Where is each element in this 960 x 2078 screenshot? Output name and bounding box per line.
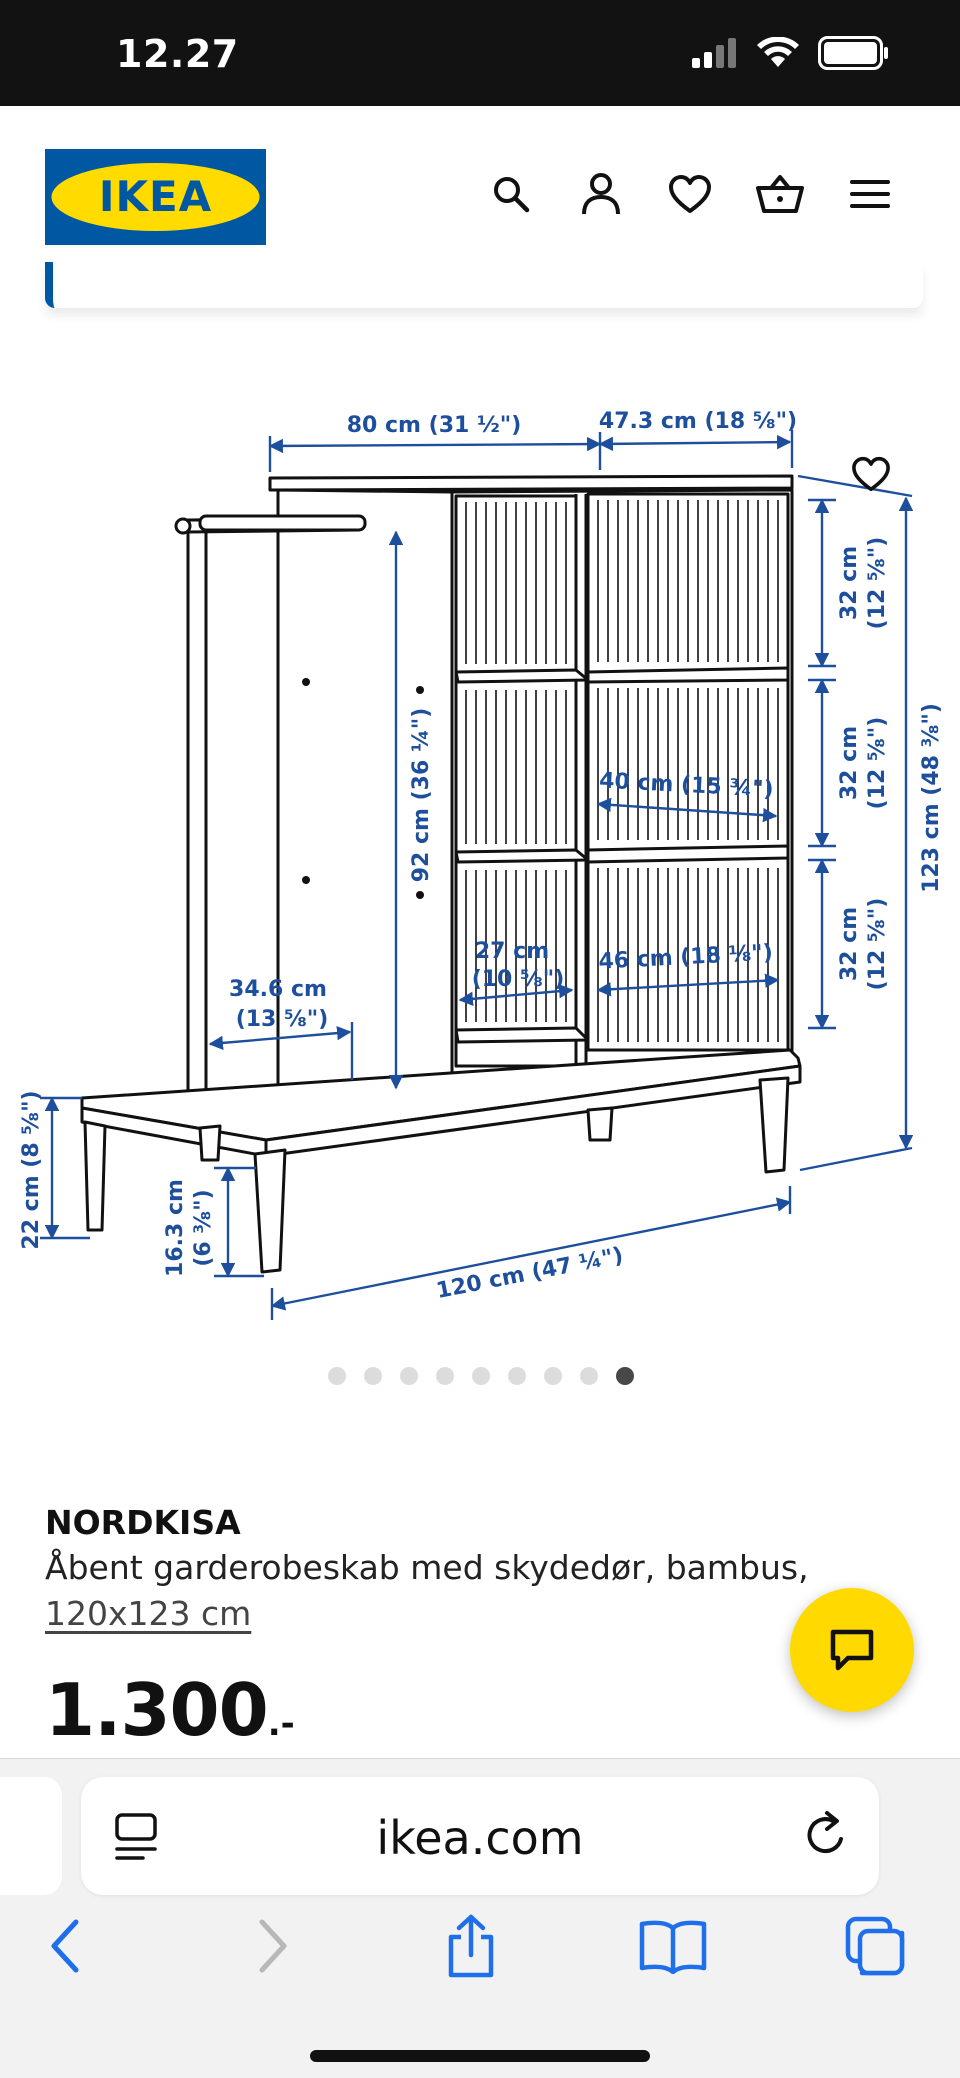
search-button[interactable]: [485, 168, 537, 220]
product-dimension-diagram[interactable]: 80 cm (31 ½") 47.3 cm (18 ⅝") 32 cm (12 …: [0, 370, 960, 1330]
share-icon: [448, 1914, 494, 1978]
label-leg-height-in: (6 ⅜"): [191, 1189, 216, 1266]
url-text: ikea.com: [376, 1811, 584, 1865]
menu-button[interactable]: [844, 168, 896, 220]
browser-toolbar: ikea.com: [0, 1758, 960, 2078]
carousel-dot[interactable]: [400, 1367, 418, 1385]
chevron-left-icon: [51, 1919, 79, 1973]
price-suffix: .-: [267, 1704, 295, 1744]
product-description: Åbent garderobeskab med skydedør, bambus…: [45, 1548, 809, 1587]
label-shelf2-height: 32 cm: [837, 726, 862, 800]
label-inner-width: 27 cm: [475, 939, 549, 964]
chat-button[interactable]: [790, 1588, 914, 1712]
tabs-button[interactable]: [840, 1911, 910, 1981]
product-price: 1.300.-: [45, 1668, 295, 1752]
carousel-dot[interactable]: [580, 1367, 598, 1385]
label-top-width: 80 cm (31 ½"): [347, 413, 522, 438]
battery-icon: [818, 36, 888, 70]
carousel-dot[interactable]: [364, 1367, 382, 1385]
add-to-favourites-button[interactable]: [845, 448, 897, 500]
label-total-width: 120 cm (47 ¼"): [434, 1243, 625, 1304]
menu-icon: [850, 180, 890, 208]
heart-icon: [669, 175, 711, 213]
label-inner-height: 92 cm (36 ¼"): [409, 708, 434, 883]
furniture-drawing: [80, 474, 802, 1274]
label-shelf1-height: 32 cm: [837, 546, 862, 620]
wifi-icon: [757, 37, 799, 67]
dimension-lines: [40, 430, 914, 1320]
basket-button[interactable]: [754, 168, 806, 220]
collapsed-card: [45, 262, 923, 308]
chevron-right-icon: [259, 1919, 287, 1973]
basket-icon: [756, 175, 804, 213]
book-icon: [639, 1920, 707, 1974]
reader-view-icon[interactable]: [113, 1811, 159, 1861]
home-indicator: [310, 2050, 650, 2062]
label-shelf3-height-in: (12 ⅝"): [865, 898, 890, 991]
account-button[interactable]: [575, 168, 627, 220]
carousel-dot[interactable]: [616, 1367, 634, 1385]
label-shelf3-height: 32 cm: [837, 907, 862, 981]
carousel-dot[interactable]: [544, 1367, 562, 1385]
carousel-dot[interactable]: [436, 1367, 454, 1385]
signal-icon: [692, 38, 736, 68]
user-icon: [582, 173, 620, 215]
previous-tab-peek[interactable]: [0, 1777, 62, 1895]
status-icons: [692, 36, 890, 70]
label-inner-width-in: (10 ⅝"): [472, 967, 565, 992]
label-shelf1-height-in: (12 ⅝"): [865, 537, 890, 630]
label-bench-depth-in: (13 ⅝"): [236, 1007, 329, 1032]
search-icon: [494, 177, 530, 213]
price-value: 1.300: [45, 1668, 269, 1752]
back-button[interactable]: [30, 1911, 100, 1981]
product-name[interactable]: NORDKISA: [45, 1503, 241, 1542]
label-total-height: 123 cm (48 ⅜"): [919, 703, 944, 893]
carousel-dot[interactable]: [328, 1367, 346, 1385]
status-time: 12.27: [116, 32, 239, 76]
carousel-dot[interactable]: [508, 1367, 526, 1385]
label-top-depth: 47.3 cm (18 ⅝"): [599, 409, 797, 434]
label-bench-depth: 34.6 cm: [229, 977, 327, 1002]
tabs-icon: [845, 1916, 905, 1976]
heart-icon: [852, 456, 890, 492]
image-carousel-dots[interactable]: [328, 1367, 634, 1385]
logo-text: IKEA: [99, 172, 212, 221]
ikea-logo[interactable]: IKEA: [45, 149, 266, 245]
wishlist-button[interactable]: [664, 168, 716, 220]
product-size-link[interactable]: 120x123 cm: [45, 1594, 252, 1633]
site-header: IKEA: [0, 106, 960, 281]
status-bar: 12.27: [0, 0, 960, 106]
label-bench-height: 22 cm (8 ⅝"): [19, 1090, 44, 1249]
forward-button[interactable]: [238, 1911, 308, 1981]
label-shelf2-height-in: (12 ⅝"): [865, 717, 890, 810]
address-bar[interactable]: ikea.com: [81, 1777, 879, 1895]
carousel-dot[interactable]: [472, 1367, 490, 1385]
reload-icon[interactable]: [803, 1809, 851, 1861]
label-leg-height: 16.3 cm: [163, 1179, 188, 1277]
bookmarks-button[interactable]: [638, 1911, 708, 1981]
chat-icon: [830, 1629, 874, 1671]
share-button[interactable]: [436, 1911, 506, 1981]
